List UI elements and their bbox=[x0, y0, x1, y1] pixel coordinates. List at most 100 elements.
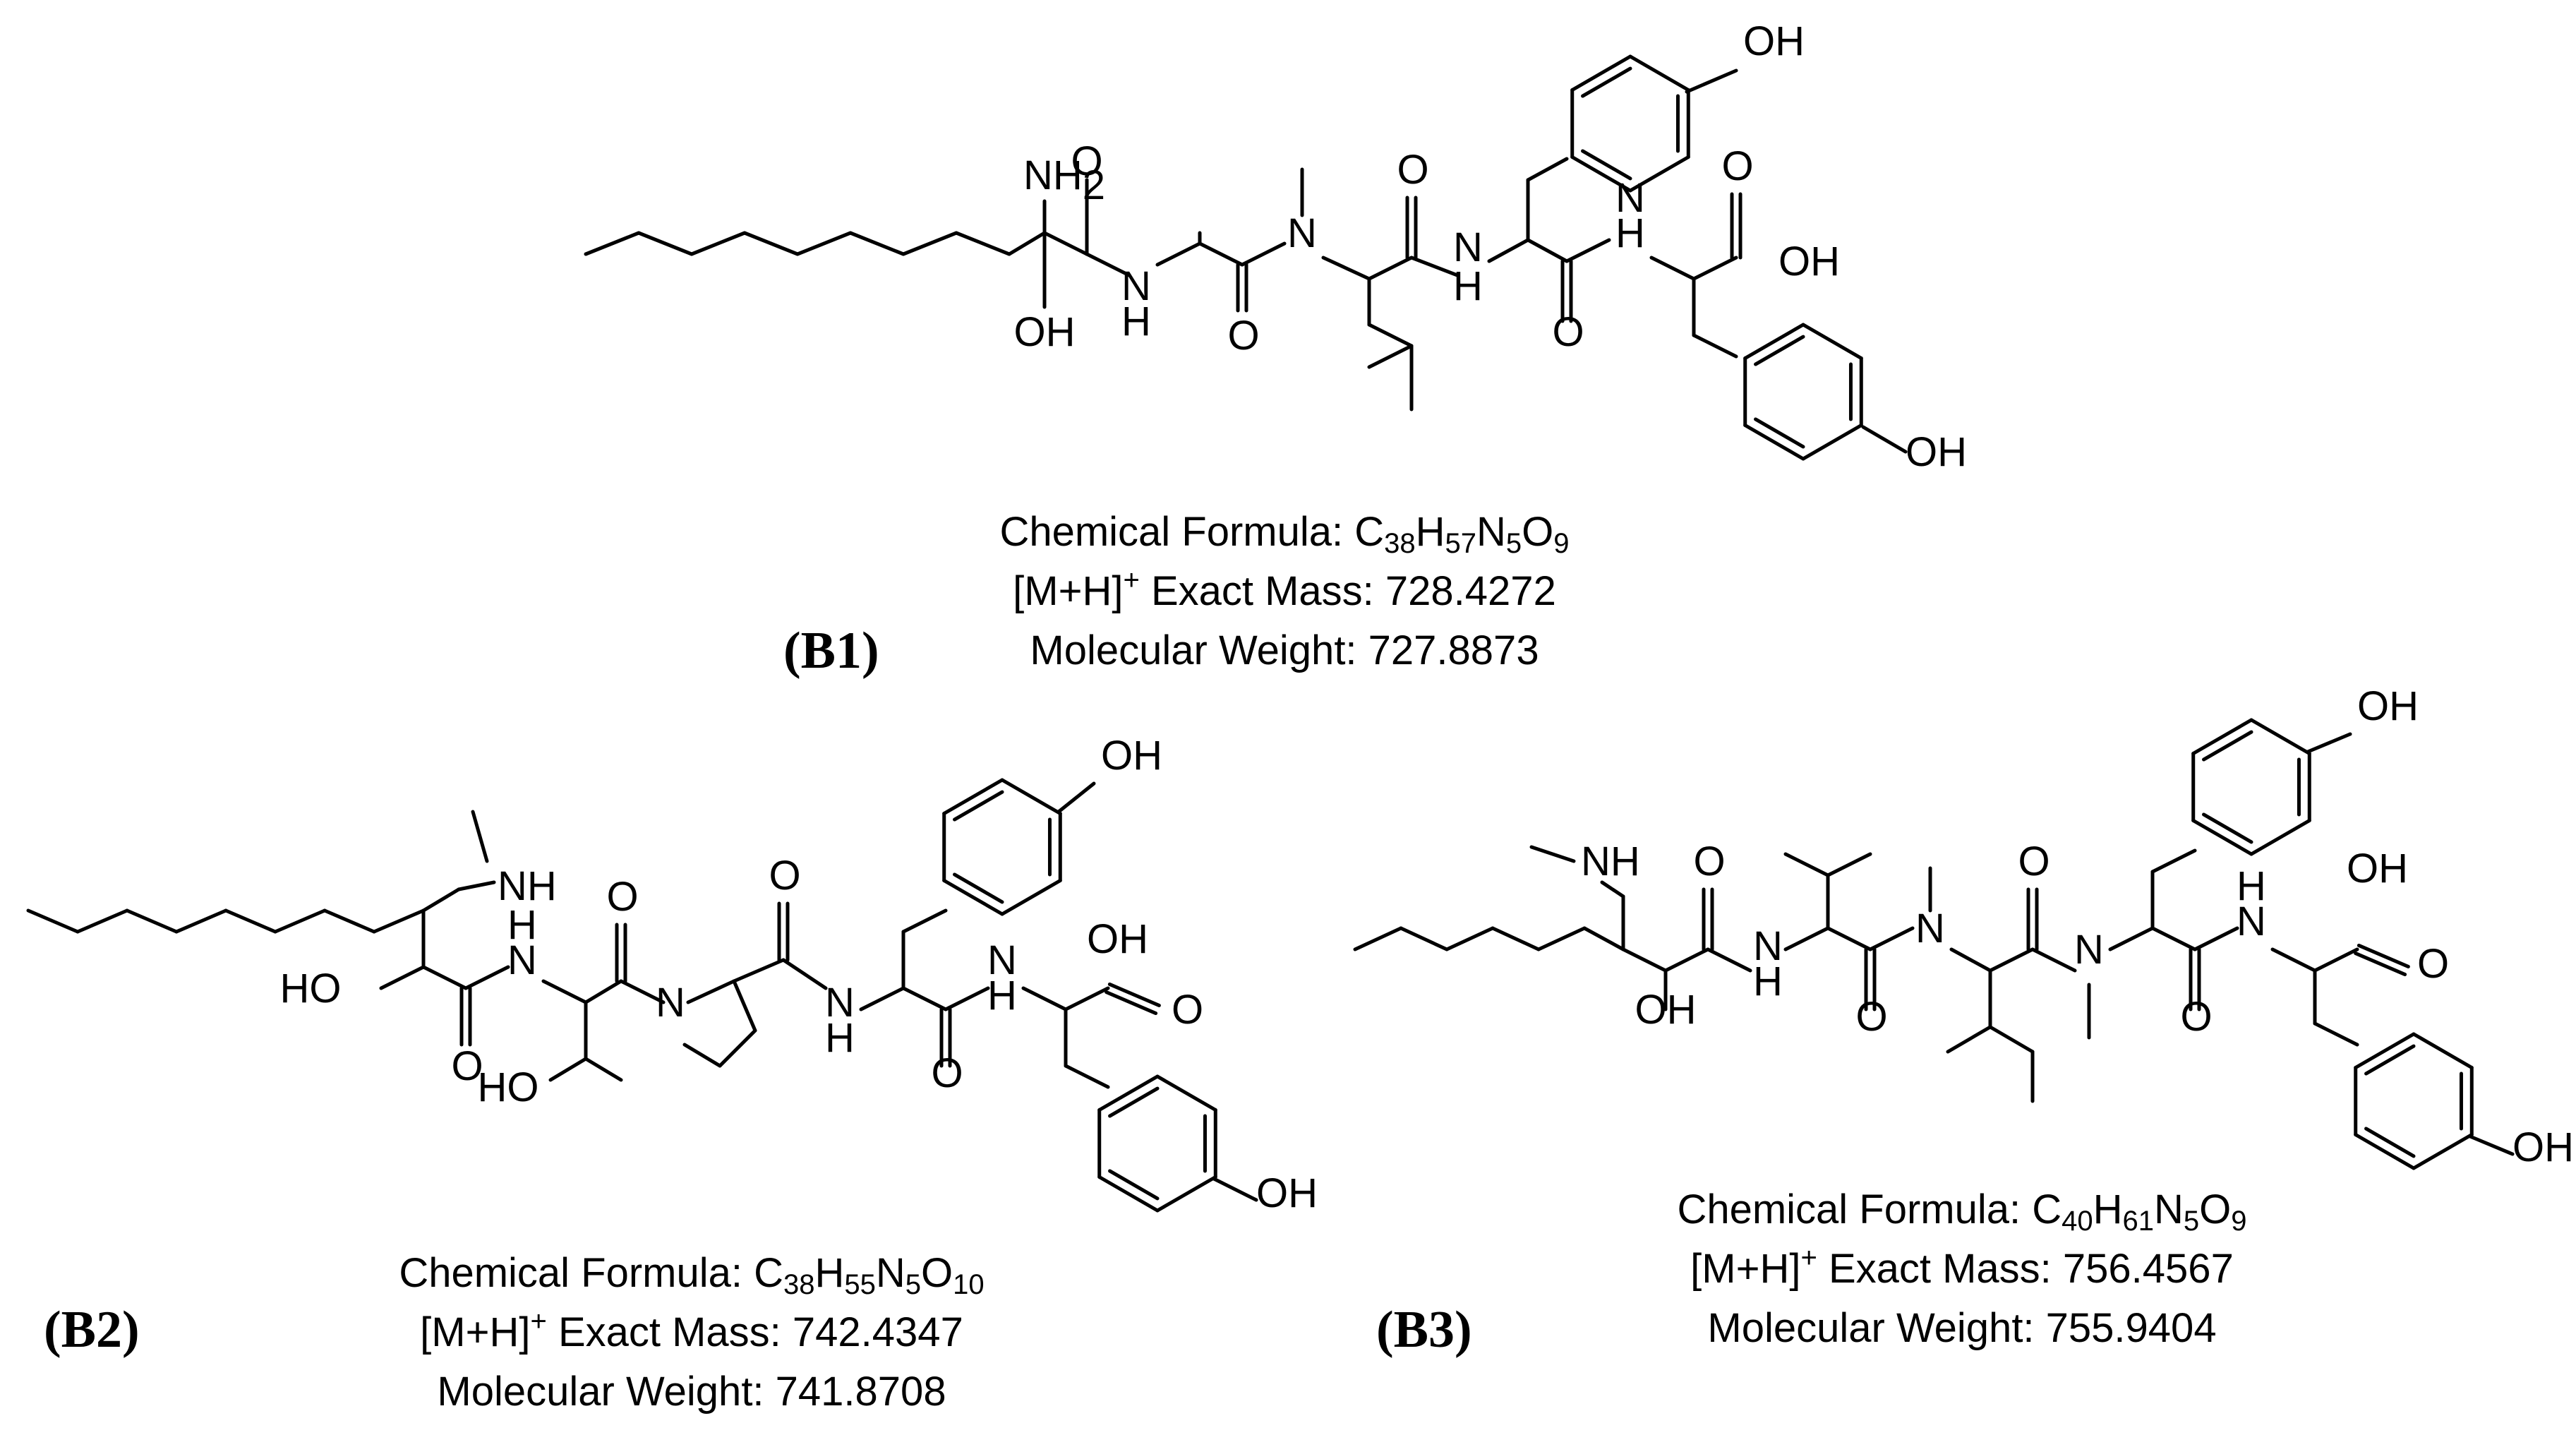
bond-line bbox=[224, 908, 277, 934]
bond-line bbox=[859, 986, 905, 1011]
chemical-formula: C40H61N5O9 bbox=[2032, 1187, 2246, 1235]
formula-line-b2: Chemical Formula: C38H55N5O10 bbox=[311, 1244, 1073, 1303]
formula-element: N bbox=[1476, 509, 1506, 555]
bond-line bbox=[1064, 1064, 1110, 1089]
formula-element: N bbox=[2154, 1187, 2184, 1232]
atom-label: OH bbox=[2357, 683, 2419, 729]
bond-line bbox=[944, 986, 990, 1011]
bond-line bbox=[1064, 986, 1110, 1011]
bond-line bbox=[1000, 778, 1062, 815]
bond-line bbox=[1988, 1025, 2035, 1054]
formula-element: O bbox=[1522, 509, 1554, 555]
bond-line bbox=[1988, 947, 2035, 973]
bond-line bbox=[26, 908, 80, 934]
bond-line bbox=[942, 778, 1004, 815]
atom-label: O bbox=[1855, 994, 1887, 1040]
bond-line bbox=[1706, 947, 1752, 973]
bond-line bbox=[953, 790, 1004, 822]
atom-label: OH bbox=[1743, 18, 1805, 64]
bond-line bbox=[2313, 947, 2359, 973]
compound-tag-b1: (B1) bbox=[783, 622, 879, 680]
ion-label: [M+H] bbox=[420, 1309, 531, 1355]
bond-line bbox=[1212, 1177, 1258, 1202]
formula-element: H bbox=[2093, 1187, 2123, 1232]
atom-label: O bbox=[2018, 839, 2050, 884]
bond-line bbox=[1399, 926, 1449, 951]
atom-label: O bbox=[1721, 143, 1753, 189]
atom-label: N bbox=[656, 980, 685, 1026]
atom-label: OH bbox=[1256, 1170, 1318, 1216]
formula-subscript: 61 bbox=[2122, 1206, 2155, 1237]
atom-label: OH bbox=[1635, 987, 1697, 1033]
bond-line bbox=[1021, 986, 1068, 1011]
formula-subscript: 38 bbox=[1384, 528, 1416, 559]
bond-line bbox=[1801, 424, 1863, 461]
bond-line bbox=[1108, 1086, 1160, 1118]
formula-subscript: 57 bbox=[1445, 528, 1477, 559]
bond-line bbox=[1581, 149, 1632, 181]
ion-label: [M+H] bbox=[1690, 1246, 1801, 1292]
bond-line bbox=[1240, 241, 1287, 267]
bond-line bbox=[732, 979, 757, 1033]
bond-line bbox=[1582, 926, 1625, 951]
chemical-formula: C38H55N5O10 bbox=[754, 1250, 985, 1299]
bond-line bbox=[379, 965, 426, 990]
bond-line bbox=[1445, 926, 1495, 951]
bond-line bbox=[637, 231, 694, 256]
atom-label: H bbox=[825, 1015, 855, 1061]
bond-line bbox=[1570, 155, 1632, 193]
bond-line bbox=[1826, 926, 1872, 951]
bond-line bbox=[1692, 256, 1738, 281]
formula-line-b1: Chemical Formula: C38H57N5O9 bbox=[903, 503, 1666, 562]
bond-line bbox=[1105, 990, 1158, 1016]
bond-line bbox=[471, 810, 489, 863]
atom-label: H bbox=[1753, 959, 1783, 1004]
formula-subscript: 38 bbox=[783, 1269, 815, 1300]
bond-line bbox=[942, 879, 1004, 916]
bond-line bbox=[1108, 1169, 1160, 1201]
molecular-weight-b3: Molecular Weight: 755.9404 bbox=[1707, 1305, 2217, 1351]
atom-label: O bbox=[769, 853, 800, 899]
bond-line bbox=[901, 231, 958, 256]
bond-line bbox=[372, 908, 426, 934]
atom-label: O bbox=[1552, 309, 1584, 355]
caption-b1: Chemical Formula: C38H57N5O9 [M+H]+ Exac… bbox=[903, 503, 1666, 680]
bond-line bbox=[2150, 848, 2197, 874]
molecular-weight-b2: Molecular Weight: 741.8708 bbox=[437, 1369, 946, 1415]
bond-line bbox=[1487, 238, 1530, 263]
bond-line bbox=[1491, 926, 1541, 951]
bond-line bbox=[2313, 1021, 2359, 1047]
formula-element: N bbox=[875, 1250, 905, 1296]
formula-subscript: 10 bbox=[953, 1269, 985, 1300]
bond-line bbox=[2412, 1032, 2474, 1069]
bond-line bbox=[1754, 335, 1805, 366]
bond-line bbox=[584, 1057, 623, 1082]
bond-line bbox=[2270, 947, 2317, 973]
atom-label: H bbox=[1121, 299, 1151, 344]
exact-mass-line-b2: [M+H]+ Exact Mass: 742.4347 bbox=[311, 1303, 1073, 1362]
bond-line bbox=[464, 965, 510, 990]
exact-mass-line-b3: [M+H]+ Exact Mass: 756.4567 bbox=[1581, 1239, 2343, 1299]
formula-subscript: 5 bbox=[905, 1269, 922, 1300]
atom-label: H bbox=[1453, 263, 1483, 309]
bond-line bbox=[686, 979, 736, 1004]
compound-tag-b3: (B3) bbox=[1376, 1301, 1472, 1359]
atom-label: N bbox=[1287, 210, 1317, 256]
bond-line bbox=[1085, 252, 1131, 277]
bond-line bbox=[718, 1028, 757, 1068]
bond-line bbox=[2193, 926, 2239, 951]
atom-label: OH bbox=[1778, 239, 1840, 284]
bond-line bbox=[1801, 323, 1863, 360]
atom-label: O bbox=[1172, 987, 1203, 1033]
bond-line bbox=[1565, 238, 1611, 263]
bond-line bbox=[2354, 1032, 2416, 1069]
bond-line bbox=[1367, 344, 1414, 369]
bond-line bbox=[1057, 781, 1096, 814]
bond-line bbox=[953, 872, 1004, 904]
bond-line bbox=[1663, 947, 1710, 973]
atom-label: O bbox=[1071, 138, 1102, 184]
bond-line bbox=[1692, 333, 1738, 359]
bond-line bbox=[2202, 730, 2253, 762]
bond-line bbox=[1107, 982, 1161, 1007]
bond-line bbox=[2202, 812, 2253, 844]
